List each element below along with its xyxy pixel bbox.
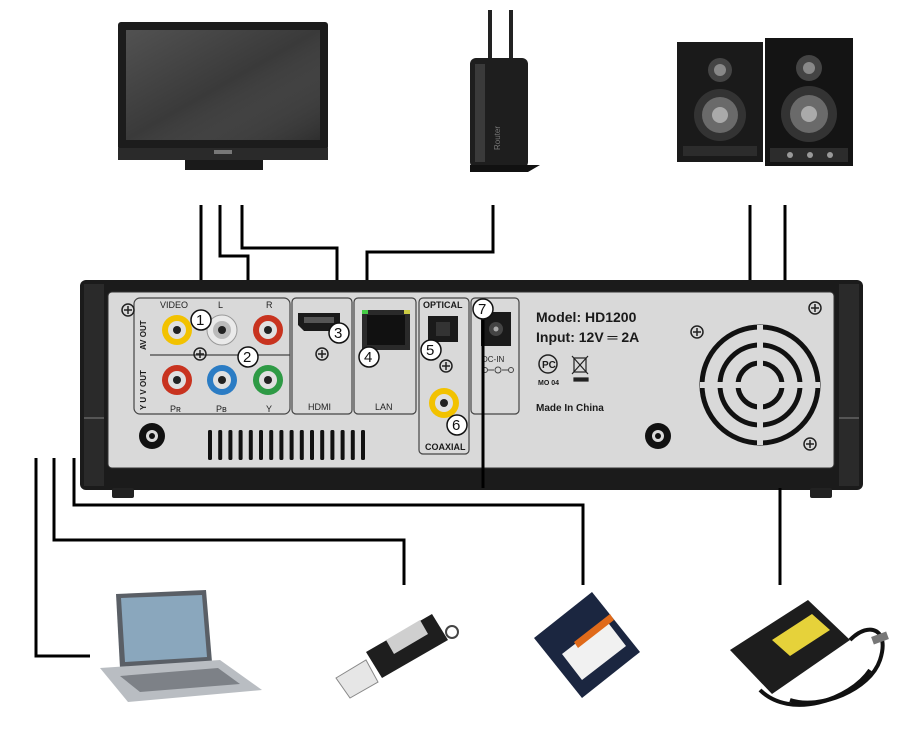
model-text: Model: HD1200	[536, 309, 637, 325]
coaxial-jack	[429, 388, 459, 418]
y-jack	[253, 365, 283, 395]
vent-slots	[208, 430, 365, 460]
audio-l-label: L	[218, 300, 223, 310]
svg-text:1: 1	[196, 312, 204, 329]
made-in-text: Made In China	[536, 403, 604, 414]
callout-2: 2	[237, 346, 259, 368]
line-power	[481, 320, 782, 585]
video-label: VIDEO	[160, 300, 188, 310]
svg-text:4: 4	[364, 349, 372, 366]
callout-markers: 1 2 3 4 5 6 7	[190, 298, 494, 436]
audio-l-jack	[206, 314, 238, 346]
vent-slot	[208, 430, 212, 460]
yuv-out-label: Y U V OUT	[139, 370, 148, 410]
line-usb	[52, 458, 406, 585]
av-out-label: AV OUT	[139, 320, 148, 350]
vent-slot	[269, 430, 274, 460]
sd-card-icon	[534, 592, 640, 698]
cert-code-text: MO 04	[538, 380, 559, 387]
y-label: Y	[266, 404, 272, 414]
audio-out-box	[418, 297, 470, 455]
router-icon: Router	[470, 10, 540, 172]
av-ports-box	[133, 297, 291, 415]
bottom-connection-lines	[34, 320, 782, 658]
optical-label: OPTICAL	[423, 300, 463, 310]
vent-slot	[350, 430, 355, 460]
router-brand-label: Router	[493, 126, 502, 150]
lan-label: LAN	[375, 402, 393, 412]
round-port-left	[139, 423, 165, 449]
pr-label: Pʀ	[170, 404, 181, 414]
screw-icons	[121, 301, 822, 451]
usb-stick-icon	[335, 614, 459, 699]
hdmi-port	[298, 313, 340, 331]
callout-1: 1	[190, 309, 212, 331]
svg-text:5: 5	[426, 342, 434, 359]
vent-slot	[259, 430, 263, 460]
fan-grille-icon	[699, 324, 821, 446]
vent-slot	[361, 430, 365, 460]
vent-slot	[320, 430, 325, 460]
hdmi-port-box	[291, 297, 353, 415]
vent-slot	[238, 430, 243, 460]
vent-slot	[218, 430, 223, 460]
pb-label: Pʙ	[216, 404, 227, 414]
svg-text:2: 2	[243, 349, 251, 366]
vent-slot	[289, 430, 294, 460]
lan-port-box	[353, 297, 417, 415]
callout-4: 4	[358, 346, 380, 368]
dcin-port	[481, 312, 511, 346]
lan-port	[362, 310, 410, 350]
hdmi-label: HDMI	[308, 402, 331, 412]
vent-slot	[228, 430, 233, 460]
optical-port	[428, 316, 458, 342]
dcin-label: DC-IN	[482, 355, 504, 364]
power-adapter-icon	[730, 600, 889, 707]
vent-slot	[340, 430, 345, 460]
audio-r-jack	[253, 315, 283, 345]
dcin-box	[470, 297, 520, 415]
vent-slot	[279, 430, 284, 460]
certification-icon: PC	[538, 354, 558, 374]
input-rating-text: Input: 12V ═ 2A	[536, 329, 639, 345]
round-port-right	[645, 423, 671, 449]
line-sdcard	[72, 458, 585, 585]
svg-text:7: 7	[478, 301, 486, 318]
video-jack	[162, 315, 192, 345]
svg-text:PC: PC	[542, 360, 556, 371]
weee-bin-icon	[571, 355, 589, 382]
vent-slot	[299, 430, 304, 460]
vent-slot	[310, 430, 314, 460]
audio-r-label: R	[266, 300, 273, 310]
vent-slot	[330, 430, 335, 460]
pb-jack	[207, 365, 237, 395]
callout-7: 7	[472, 298, 494, 320]
svg-text:3: 3	[334, 325, 342, 342]
speakers-icon	[677, 38, 853, 166]
callout-5: 5	[420, 339, 442, 361]
tv-icon	[118, 22, 328, 170]
callout-6: 6	[446, 414, 468, 436]
pr-jack	[162, 365, 192, 395]
laptop-icon	[100, 590, 262, 702]
svg-text:6: 6	[452, 417, 460, 434]
coaxial-label: COAXIAL	[425, 442, 466, 452]
vent-slot	[248, 430, 253, 460]
line-laptop	[34, 458, 90, 658]
callout-3: 3	[328, 322, 350, 344]
